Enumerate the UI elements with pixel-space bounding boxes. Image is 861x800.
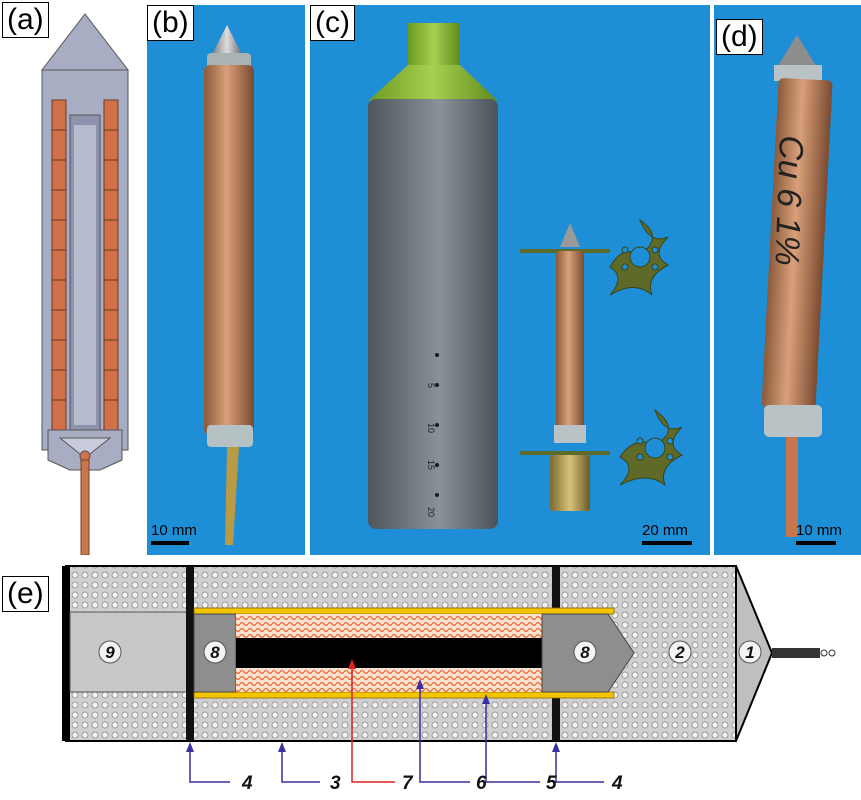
probe-tip — [40, 13, 130, 71]
green-cap — [408, 23, 460, 65]
callout-6: 6 — [476, 773, 487, 794]
scale-label-b: 10 mm — [151, 522, 197, 539]
spacer-bottom — [619, 408, 684, 487]
zone-number-8-right: 8 — [580, 643, 590, 662]
small-probe-tip — [560, 223, 580, 247]
separator-left — [186, 566, 194, 741]
panel-a: (a) — [0, 0, 140, 555]
zone-9 — [69, 611, 196, 693]
photo-c: 5 10 15 20 — [368, 23, 684, 529]
panel-d-label: (d) — [716, 19, 763, 55]
callout-arrow-6 — [419, 685, 470, 783]
scale-bar-d: 10 mm — [796, 522, 842, 545]
spacer-top — [609, 218, 670, 296]
probe-tip — [211, 25, 243, 57]
scale-bar-c: 20 mm — [642, 522, 692, 545]
zone-number-2: 2 — [674, 643, 685, 662]
tube-mark-4: 20 — [426, 507, 436, 517]
callout-arrow-3 — [281, 748, 320, 783]
schematic-diagram: 9 8 8 2 1 4 3 7 6 5 4 — [62, 565, 836, 794]
panel-e: (e) — [0, 560, 861, 800]
callout-4-left: 4 — [241, 773, 253, 794]
tube-mark-3: 15 — [426, 460, 436, 470]
callout-4-right: 4 — [611, 773, 623, 794]
callout-arrow-5 — [485, 700, 540, 783]
panel-a-label: (a) — [2, 2, 49, 38]
panel-c: (c) 5 10 15 20 — [310, 5, 710, 555]
callout-3: 3 — [330, 773, 341, 794]
central-core — [236, 638, 542, 668]
panel-d: (d) Cu 6 1% 10 mm — [714, 5, 861, 555]
scale-bar-b: 10 mm — [151, 522, 197, 545]
gray-cylinder — [368, 99, 498, 529]
panel-b: (b) 10 mm — [147, 5, 305, 555]
callout-arrow-4-left — [189, 748, 230, 783]
panel-b-label: (b) — [147, 5, 194, 41]
zone-number-9: 9 — [105, 643, 115, 662]
zone-number-8-left: 8 — [210, 643, 220, 662]
zone-8-left — [193, 613, 237, 693]
tube-mark-2: 10 — [426, 423, 436, 433]
panel-c-label: (c) — [310, 5, 355, 41]
callout-arrow-7 — [351, 665, 395, 783]
zone-number-1: 1 — [745, 643, 754, 662]
probe-tip — [776, 35, 818, 69]
tube-mark-1: 5 — [426, 383, 436, 388]
scale-label-d: 10 mm — [796, 522, 842, 539]
probe-cad-drawing — [40, 13, 130, 555]
tube-holes — [435, 353, 439, 497]
callout-arrow-4-right — [555, 748, 604, 783]
callout-7: 7 — [402, 773, 414, 794]
scale-label-c: 20 mm — [642, 522, 688, 539]
probe-wire — [225, 447, 239, 545]
probe-photo-b — [204, 25, 254, 545]
handwriting: Cu 6 1% — [767, 135, 810, 267]
probe-photo-d: Cu 6 1% — [761, 35, 833, 537]
panel-e-label: (e) — [2, 576, 49, 612]
callout-5: 5 — [546, 773, 557, 794]
